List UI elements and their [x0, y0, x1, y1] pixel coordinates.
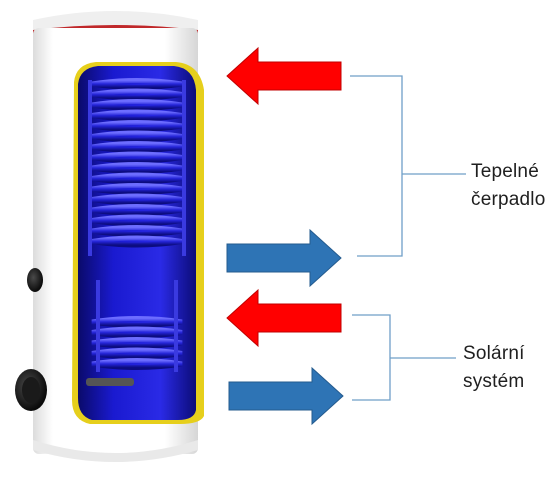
return-inlet-arrow-lower	[228, 366, 344, 426]
heat-pump-label: Tepelné čerpadlo	[471, 158, 545, 214]
lower-coil-winding	[91, 316, 183, 328]
tank-bottom	[33, 440, 198, 462]
solar-label-line1: Solární	[463, 343, 525, 364]
lower-coil-winding	[91, 347, 183, 360]
inner-pipe	[86, 378, 134, 386]
connector-bracket-solar	[352, 314, 456, 401]
water-tank	[15, 11, 204, 462]
upper-side-port	[27, 268, 43, 292]
lower-coil-winding	[91, 326, 183, 339]
hot-water-outlet-arrow-lower	[226, 288, 342, 348]
return-inlet-arrow-upper	[226, 228, 342, 288]
solar-system-label: Solární systém	[463, 340, 525, 396]
lower-coil-winding	[91, 337, 183, 349]
connector-bracket-heat-pump	[350, 75, 466, 257]
hot-water-outlet-arrow-upper	[226, 46, 342, 106]
heat-pump-label-line1: Tepelné	[471, 161, 539, 182]
coil-heat-exchanger	[88, 78, 186, 372]
solar-label-line2: systém	[463, 371, 525, 392]
heat-pump-label-line2: čerpadlo	[471, 189, 546, 210]
lower-coil-winding	[91, 358, 183, 370]
lower-side-port-inner	[22, 377, 40, 403]
tank-top-cap	[33, 11, 198, 30]
